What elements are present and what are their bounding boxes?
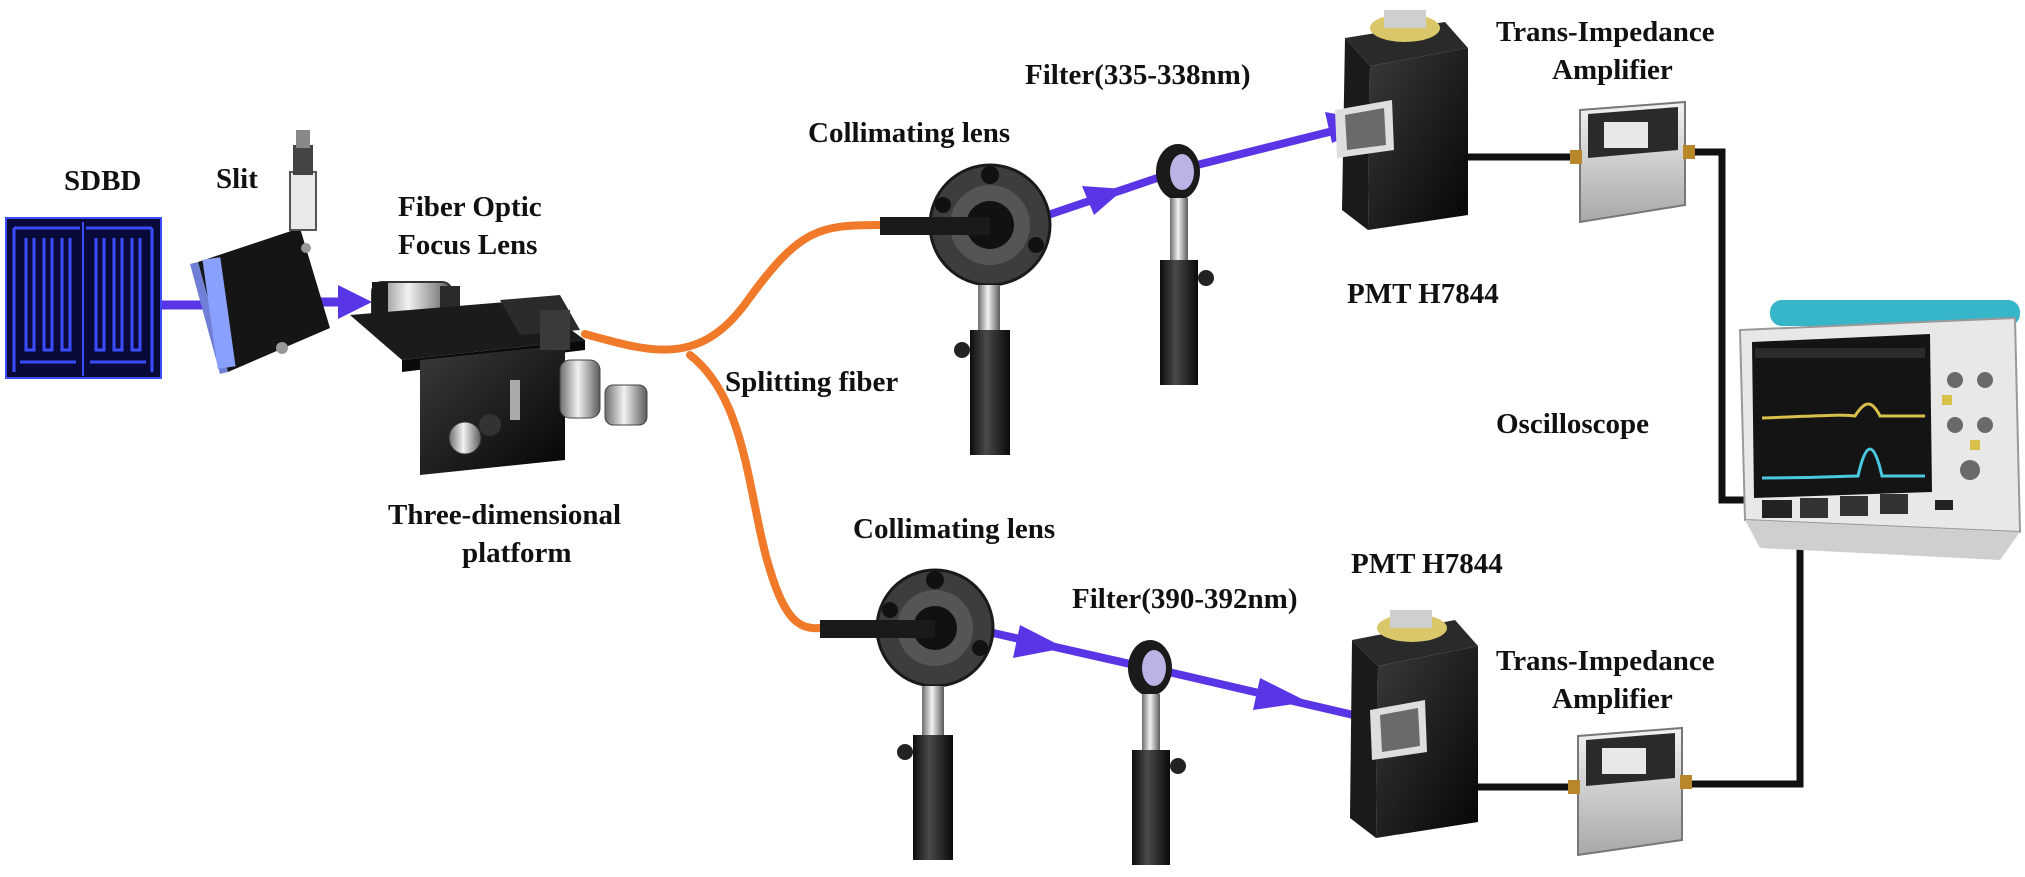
tia-label-top-line1: Trans-Impedance (1496, 16, 1715, 48)
beam-filter-top-to-pmt (1184, 124, 1346, 172)
splitting-fiber-path (581, 221, 884, 633)
adjustable-slit-icon (190, 130, 330, 374)
tia-label-bottom-line1: Trans-Impedance (1496, 645, 1715, 677)
photomultiplier-tube-icon-bottom (1350, 610, 1478, 838)
fiber-focus-lens-label-line1: Fiber Optic (398, 191, 542, 223)
optical-filter-mount-icon-top (1156, 144, 1214, 385)
light-beams (160, 112, 1380, 724)
collimating-lens-mount-icon-bottom (820, 568, 995, 860)
optical-filter-mount-icon-bottom (1128, 640, 1186, 865)
collimating-lens-label-bottom: Collimating lens (853, 513, 1056, 545)
fiber-lower-branch (686, 351, 824, 633)
filter-label-bottom: Filter(390-392nm) (1072, 583, 1298, 615)
fiber-upper-branch (581, 221, 884, 354)
filter-label-top: Filter(335-338nm) (1025, 59, 1251, 91)
oscilloscope-icon (1738, 300, 2022, 560)
pmt-label-bottom: PMT H7844 (1351, 548, 1503, 580)
collimating-lens-mount-icon-top (880, 163, 1052, 455)
xyz-translation-stage-icon (350, 295, 648, 475)
tia-label-top-line2: Amplifier (1552, 54, 1673, 86)
beam-arrowhead (1082, 186, 1124, 215)
splitting-fiber-label: Splitting fiber (725, 366, 899, 398)
slit-label: Slit (216, 163, 258, 195)
oscilloscope-label: Oscilloscope (1496, 408, 1650, 440)
beam-arrowhead (1253, 678, 1308, 710)
transimpedance-amplifier-icon-top (1570, 100, 1695, 224)
platform-label-line2: platform (462, 537, 572, 569)
platform-label-line1: Three-dimensional (388, 499, 622, 531)
collimating-lens-label-top: Collimating lens (808, 117, 1011, 149)
pmt-label-top: PMT H7844 (1347, 278, 1499, 310)
sdbd-label: SDBD (64, 165, 142, 197)
cable-tia-bottom-to-scope (1682, 515, 1804, 788)
tia-label-bottom-line2: Amplifier (1552, 683, 1673, 715)
sdbd-electrode-icon (5, 217, 162, 379)
beam-arrowhead (338, 285, 372, 319)
transimpedance-amplifier-icon-bottom (1568, 726, 1692, 857)
beam-collimator-bottom-to-filter (979, 626, 1149, 672)
photomultiplier-tube-icon-top (1335, 10, 1468, 230)
fiber-focus-lens-label-line2: Focus Lens (398, 229, 538, 261)
beam-arrowhead (1013, 625, 1065, 658)
